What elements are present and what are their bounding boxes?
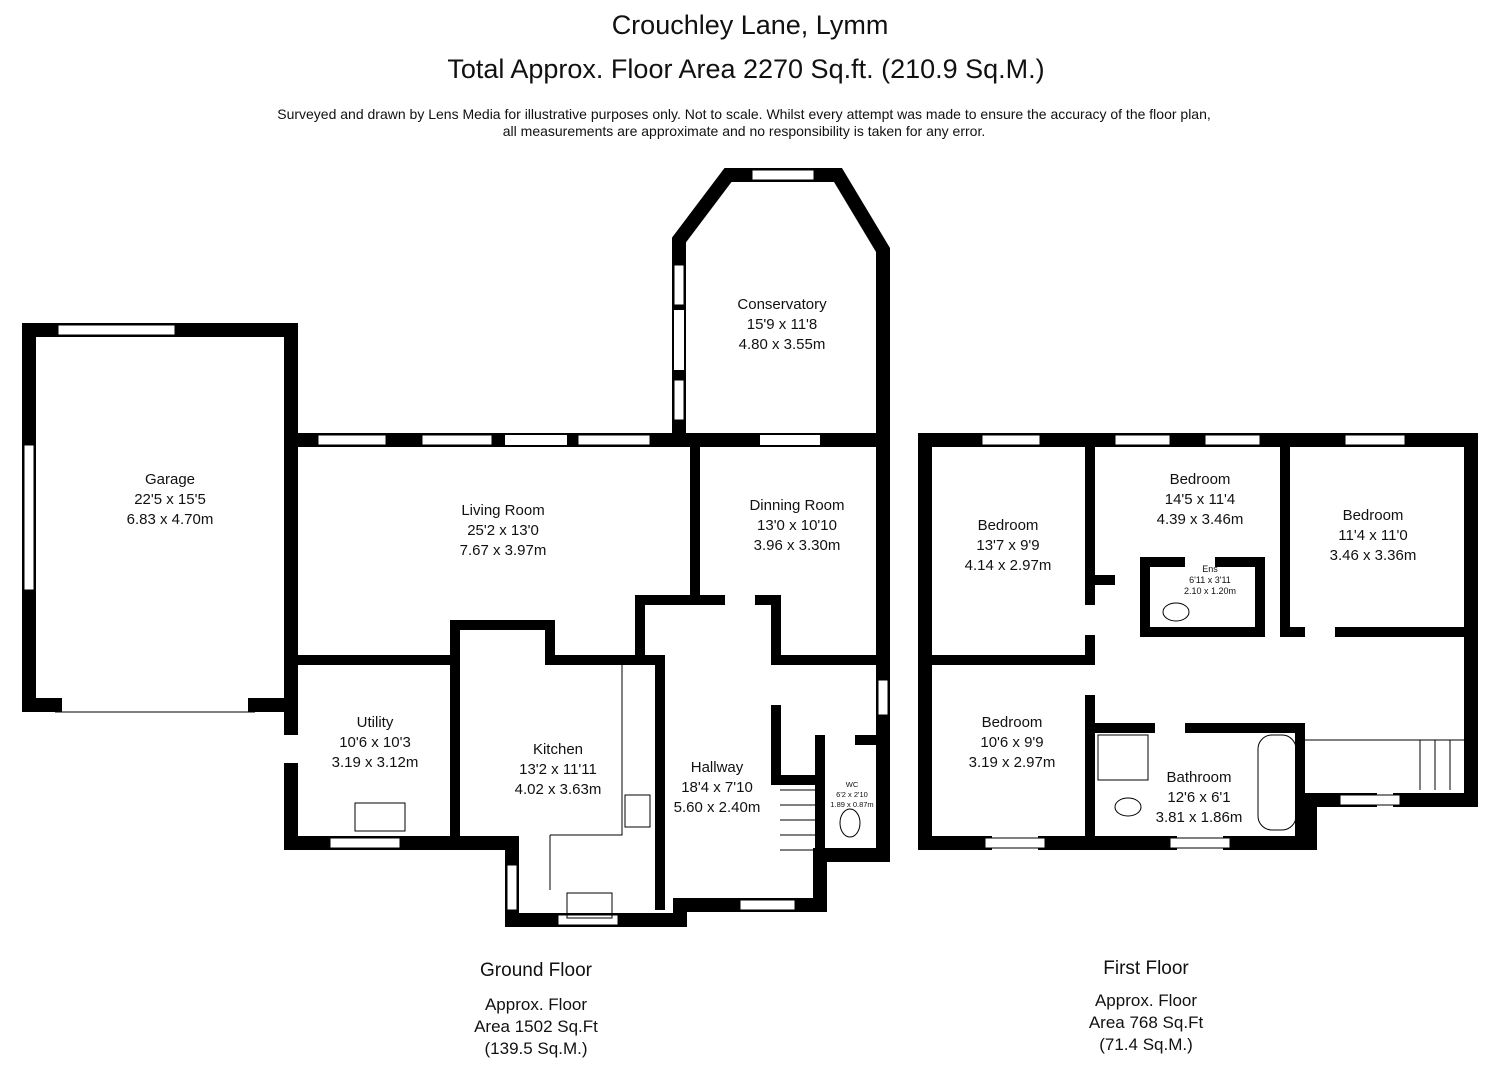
room-name: Bedroom xyxy=(1342,507,1404,524)
room-name: Bedroom xyxy=(981,714,1043,731)
area-line: Approx. Floor xyxy=(484,995,588,1014)
room-hallway: Hallway 18'4 x 7'10 5.60 x 2.40m xyxy=(674,758,761,818)
room-dimensions-imperial: 10'6 x 10'3 xyxy=(339,734,411,751)
room-name: Bedroom xyxy=(977,517,1039,534)
area-line: Area 1502 Sq.Ft xyxy=(474,1017,598,1036)
fixtures xyxy=(354,602,1465,919)
room-living-room: Living Room 25'2 x 13'0 7.67 x 3.97m xyxy=(460,501,547,561)
room-dimensions-imperial: 13'7 x 9'9 xyxy=(976,537,1040,554)
room-bathroom: Bathroom 12'6 x 6'1 3.81 x 1.86m xyxy=(1156,768,1243,828)
area-line: (71.4 Sq.M.) xyxy=(1099,1035,1193,1054)
room-name: Living Room xyxy=(461,502,545,519)
room-dimensions-metric: 5.60 x 2.40m xyxy=(673,799,761,816)
room-dimensions-imperial: 15'9 x 11'8 xyxy=(746,316,818,333)
room-name: Ens xyxy=(1202,564,1218,574)
room-name: Garage xyxy=(144,471,196,488)
ground-floor-area: Approx. Floor Area 1502 Sq.Ft (139.5 Sq.… xyxy=(474,994,598,1060)
first-floor-walls xyxy=(918,433,1478,850)
room-bedroom-3: Bedroom 11'4 x 11'0 3.46 x 3.36m xyxy=(1330,506,1417,566)
room-dimensions-metric: 6.83 x 4.70m xyxy=(126,511,214,528)
room-name: Conservatory xyxy=(737,296,827,313)
room-bedroom-1: Bedroom 13'7 x 9'9 4.14 x 2.97m xyxy=(965,516,1052,576)
ground-floor-label: Ground Floor xyxy=(480,960,592,981)
room-dimensions-imperial: 12'6 x 6'1 xyxy=(1167,789,1231,806)
room-dimensions-metric: 4.80 x 3.55m xyxy=(738,336,826,353)
first-floor-area: Approx. Floor Area 768 Sq.Ft (71.4 Sq.M.… xyxy=(1089,990,1203,1056)
room-kitchen: Kitchen 13'2 x 11'11 4.02 x 3.63m xyxy=(515,740,602,800)
room-name: Dinning Room xyxy=(749,497,845,514)
room-bedroom-4: Bedroom 10'6 x 9'9 3.19 x 2.97m xyxy=(969,713,1056,773)
room-dimensions-metric: 3.19 x 3.12m xyxy=(331,754,419,771)
room-dimensions-imperial: 13'2 x 11'11 xyxy=(519,761,597,778)
room-dimensions-metric: 4.14 x 2.97m xyxy=(964,557,1052,574)
plan-title: Crouchley Lane, Lymm xyxy=(611,10,889,40)
room-ensuite: Ens 6'11 x 3'11 2.10 x 1.20m xyxy=(1184,564,1236,597)
room-dimensions-metric: 3.19 x 2.97m xyxy=(968,754,1056,771)
area-line: (139.5 Sq.M.) xyxy=(484,1039,588,1058)
room-utility: Utility 10'6 x 10'3 3.19 x 3.12m xyxy=(332,713,419,773)
ground-floor-windows xyxy=(23,169,889,926)
room-dimensions-metric: 3.81 x 1.86m xyxy=(1155,809,1243,826)
room-dimensions-imperial: 14'5 x 11'4 xyxy=(1164,491,1236,508)
room-name: WC xyxy=(845,780,859,789)
room-bedroom-2: Bedroom 14'5 x 11'4 4.39 x 3.46m xyxy=(1157,470,1244,530)
area-line: Approx. Floor xyxy=(1094,991,1198,1010)
room-dimensions-metric: 7.67 x 3.97m xyxy=(459,542,547,559)
room-name: Hallway xyxy=(690,759,744,776)
room-dining-room: Dinning Room 13'0 x 10'10 3.96 x 3.30m xyxy=(749,496,844,556)
room-dimensions-imperial: 18'4 x 7'10 xyxy=(681,779,753,796)
disclaimer: Surveyed and drawn by Lens Media for ill… xyxy=(277,106,1211,140)
area-line: Area 768 Sq.Ft xyxy=(1088,1013,1204,1032)
room-dimensions-metric: 3.46 x 3.36m xyxy=(1329,547,1417,564)
room-name: Kitchen xyxy=(532,741,584,758)
disclaimer-line-1: Surveyed and drawn by Lens Media for ill… xyxy=(277,106,1211,122)
room-dimensions-metric: 4.39 x 3.46m xyxy=(1156,511,1244,528)
room-dimensions-imperial: 6'2 x 2'10 xyxy=(836,790,868,799)
first-floor-label: First Floor xyxy=(1103,958,1189,979)
room-dimensions-imperial: 10'6 x 9'9 xyxy=(980,734,1044,751)
room-dimensions-imperial: 11'4 x 11'0 xyxy=(1338,527,1408,544)
first-floor-windows xyxy=(981,434,1406,849)
room-dimensions-imperial: 25'2 x 13'0 xyxy=(467,522,539,539)
room-dimensions-metric: 2.10 x 1.20m xyxy=(1183,586,1237,596)
room-name: Bathroom xyxy=(1166,769,1232,786)
disclaimer-line-2: all measurements are approximate and no … xyxy=(502,123,986,139)
room-dimensions-imperial: 22'5 x 15'5 xyxy=(134,491,206,508)
room-dimensions-imperial: 6'11 x 3'11 xyxy=(1189,575,1231,585)
room-dimensions-metric: 3.96 x 3.30m xyxy=(753,537,841,554)
room-dimensions-metric: 4.02 x 3.63m xyxy=(514,781,602,798)
room-garage: Garage 22'5 x 15'5 6.83 x 4.70m xyxy=(127,470,214,530)
room-dimensions-metric: 1.89 x 0.87m xyxy=(830,800,874,809)
total-area: Total Approx. Floor Area 2270 Sq.ft. (21… xyxy=(447,54,1045,84)
room-dimensions-imperial: 13'0 x 10'10 xyxy=(757,517,837,534)
room-conservatory: Conservatory 15'9 x 11'8 4.80 x 3.55m xyxy=(737,295,826,355)
room-name: Utility xyxy=(356,714,394,731)
room-wc: WC 6'2 x 2'10 1.89 x 0.87m xyxy=(830,780,873,810)
room-name: Bedroom xyxy=(1169,471,1231,488)
